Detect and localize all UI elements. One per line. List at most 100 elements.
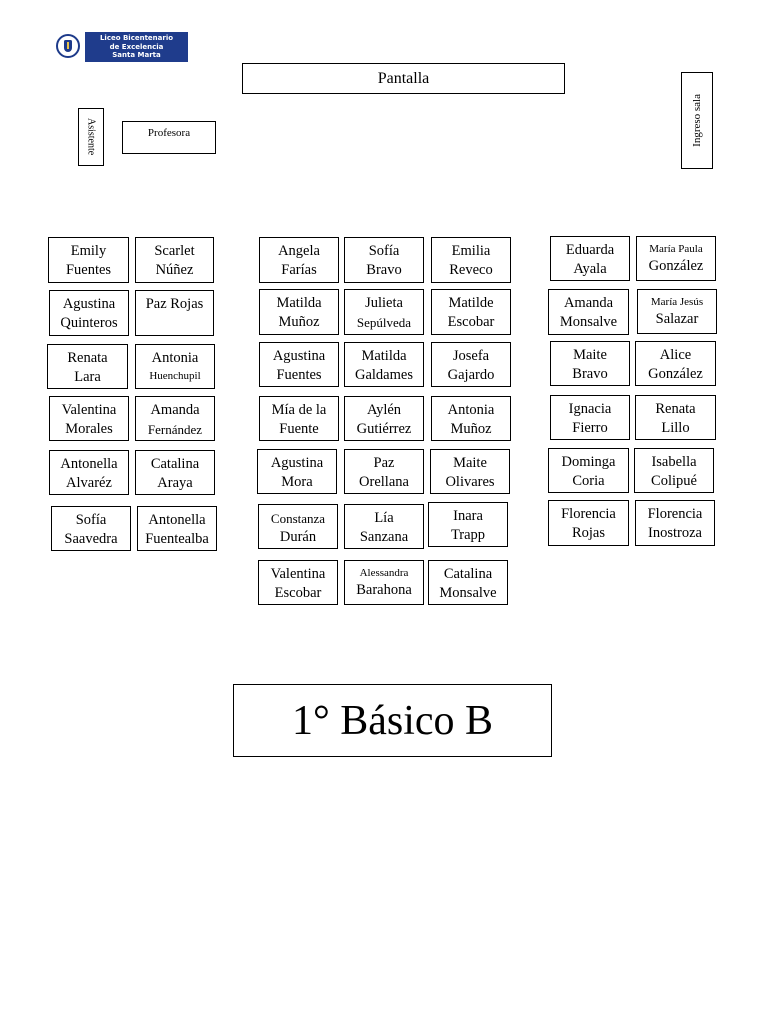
seat: Antonia Huenchupil bbox=[135, 344, 215, 389]
student-name-line1: Ignacia bbox=[568, 401, 612, 417]
student-name-line2: Lillo bbox=[661, 420, 690, 436]
student-name-line1: Dominga bbox=[561, 454, 616, 470]
student-name-line2: Saavedra bbox=[64, 531, 118, 547]
student-name-line1: Emilia bbox=[451, 243, 491, 259]
student-name-line2: Quinteros bbox=[60, 315, 118, 331]
seat: Agustina Quinteros bbox=[49, 290, 129, 336]
student-name-line2: Gajardo bbox=[447, 367, 495, 383]
student-name-line2: Farías bbox=[281, 262, 317, 278]
student-name-line2: Sanzana bbox=[359, 529, 409, 545]
student-name-line1: Sofía bbox=[368, 243, 400, 259]
seat: Amanda Monsalve bbox=[548, 289, 629, 335]
seat: Florencia Inostroza bbox=[635, 500, 715, 546]
student-name-line1: Paz bbox=[373, 455, 395, 471]
seat: Josefa Gajardo bbox=[431, 342, 511, 387]
student-name-line1: Mía de la bbox=[271, 402, 327, 418]
student-name-line2: Araya bbox=[157, 475, 193, 491]
student-name-line1: Catalina bbox=[443, 566, 493, 582]
entrance-box: Ingreso sala bbox=[681, 72, 713, 169]
seat: Renata Lara bbox=[47, 344, 128, 389]
student-name-line2: Colipué bbox=[651, 473, 697, 489]
student-name-line2: Trapp bbox=[450, 527, 486, 543]
student-name-line1: Aylén bbox=[366, 402, 402, 418]
seat: María Paula González bbox=[636, 236, 716, 281]
student-name-line2: Barahona bbox=[356, 582, 412, 598]
student-name-line1: Scarlet bbox=[154, 243, 195, 259]
seat: Constanza Durán bbox=[258, 504, 338, 549]
student-name-line2: Orellana bbox=[359, 474, 409, 490]
school-logo: Liceo Bicentenario de Excelencia Santa M… bbox=[55, 32, 188, 62]
student-name-line2: Mora bbox=[281, 474, 313, 490]
seat: Matilde Escobar bbox=[431, 289, 511, 335]
student-name-line1: Isabella bbox=[651, 454, 697, 470]
student-name-line2: Fernández bbox=[147, 422, 203, 437]
student-name-line2: Bravo bbox=[572, 366, 608, 382]
seat: María Jesús Salazar bbox=[637, 289, 717, 334]
student-name-line2: Monsalve bbox=[559, 314, 618, 330]
seat: Mía de la Fuente bbox=[259, 396, 339, 441]
student-name-line1: Catalina bbox=[150, 456, 200, 472]
student-name-line1: Sofía bbox=[75, 512, 107, 528]
student-name-line2: Monsalve bbox=[439, 585, 497, 601]
student-name-line2: Ayala bbox=[573, 261, 607, 277]
student-name-line2: Olivares bbox=[445, 474, 495, 490]
student-name-line1: Florencia bbox=[561, 506, 616, 522]
entrance-label: Ingreso sala bbox=[691, 94, 703, 147]
student-name-line1: Antonella bbox=[148, 512, 206, 528]
student-name-line1: Renata bbox=[655, 401, 696, 417]
student-name-line1: María Paula bbox=[649, 243, 703, 255]
assistant-box: Asistente bbox=[78, 108, 104, 166]
student-name-line2: Rojas bbox=[571, 525, 606, 541]
seat: Angela Farías bbox=[259, 237, 339, 283]
seat: Dominga Coria bbox=[548, 448, 629, 493]
student-name-line1: Renata bbox=[67, 350, 108, 366]
student-name-line1: Agustina bbox=[272, 348, 326, 364]
logo-line-3: Santa Marta bbox=[112, 51, 161, 60]
seat: Catalina Monsalve bbox=[428, 560, 508, 605]
student-name-line1: Angela bbox=[278, 243, 320, 259]
student-name-line1: Agustina bbox=[62, 296, 116, 312]
student-name-line1: Alice bbox=[659, 347, 692, 363]
seat: Emilia Reveco bbox=[431, 237, 511, 283]
seat: Renata Lillo bbox=[635, 395, 716, 440]
student-name-line1: Maite bbox=[453, 455, 487, 471]
seat: Amanda Fernández bbox=[135, 396, 215, 441]
student-name-line2: Escobar bbox=[447, 314, 495, 330]
student-name-line2: Fuentes bbox=[276, 367, 322, 383]
seat: Valentina Morales bbox=[49, 396, 129, 441]
student-name-line1: Lía bbox=[374, 510, 394, 526]
student-name-line1: Antonella bbox=[60, 456, 118, 472]
student-name-line1: Amanda bbox=[150, 402, 200, 418]
screen-box: Pantalla bbox=[242, 63, 565, 94]
student-name-line2: Inostroza bbox=[648, 525, 702, 541]
student-name-line2: Durán bbox=[279, 529, 317, 545]
school-logo-band: Liceo Bicentenario de Excelencia Santa M… bbox=[85, 32, 188, 62]
student-name-line2: Lara bbox=[74, 369, 101, 385]
seat: Ignacia Fierro bbox=[550, 395, 630, 440]
student-name-line2: Reveco bbox=[449, 262, 493, 278]
student-name-line2: Fuentes bbox=[65, 262, 112, 278]
seat: Paz Orellana bbox=[344, 449, 424, 494]
teacher-label: Profesora bbox=[147, 127, 191, 139]
seat: Maite Olivares bbox=[430, 449, 510, 494]
seat: Julieta Sepúlveda bbox=[344, 289, 424, 335]
screen-label: Pantalla bbox=[377, 69, 430, 87]
seat: Maite Bravo bbox=[550, 341, 630, 386]
seat: Antonia Muñoz bbox=[431, 396, 511, 441]
seat: Agustina Fuentes bbox=[259, 342, 339, 387]
student-name-line1: Antonia bbox=[447, 402, 495, 418]
logo-line-2: de Excelencia bbox=[109, 42, 164, 51]
student-name-line1: Paz Rojas bbox=[145, 296, 204, 312]
seat: Inara Trapp bbox=[428, 502, 508, 547]
student-name-line1: Antonia bbox=[151, 350, 199, 366]
seat: Scarlet Núñez bbox=[135, 237, 214, 283]
student-name-line2: Huenchupil bbox=[149, 370, 201, 382]
seat: Matilda Galdames bbox=[344, 342, 424, 387]
student-name-line1: Amanda bbox=[563, 295, 614, 311]
student-name-line1: Inara bbox=[453, 508, 483, 524]
student-name-line2: Bravo bbox=[366, 262, 402, 278]
seat: Sofía Bravo bbox=[344, 237, 424, 283]
student-name-line1: Emily bbox=[70, 243, 107, 259]
student-name-line1: Matilda bbox=[276, 295, 322, 311]
